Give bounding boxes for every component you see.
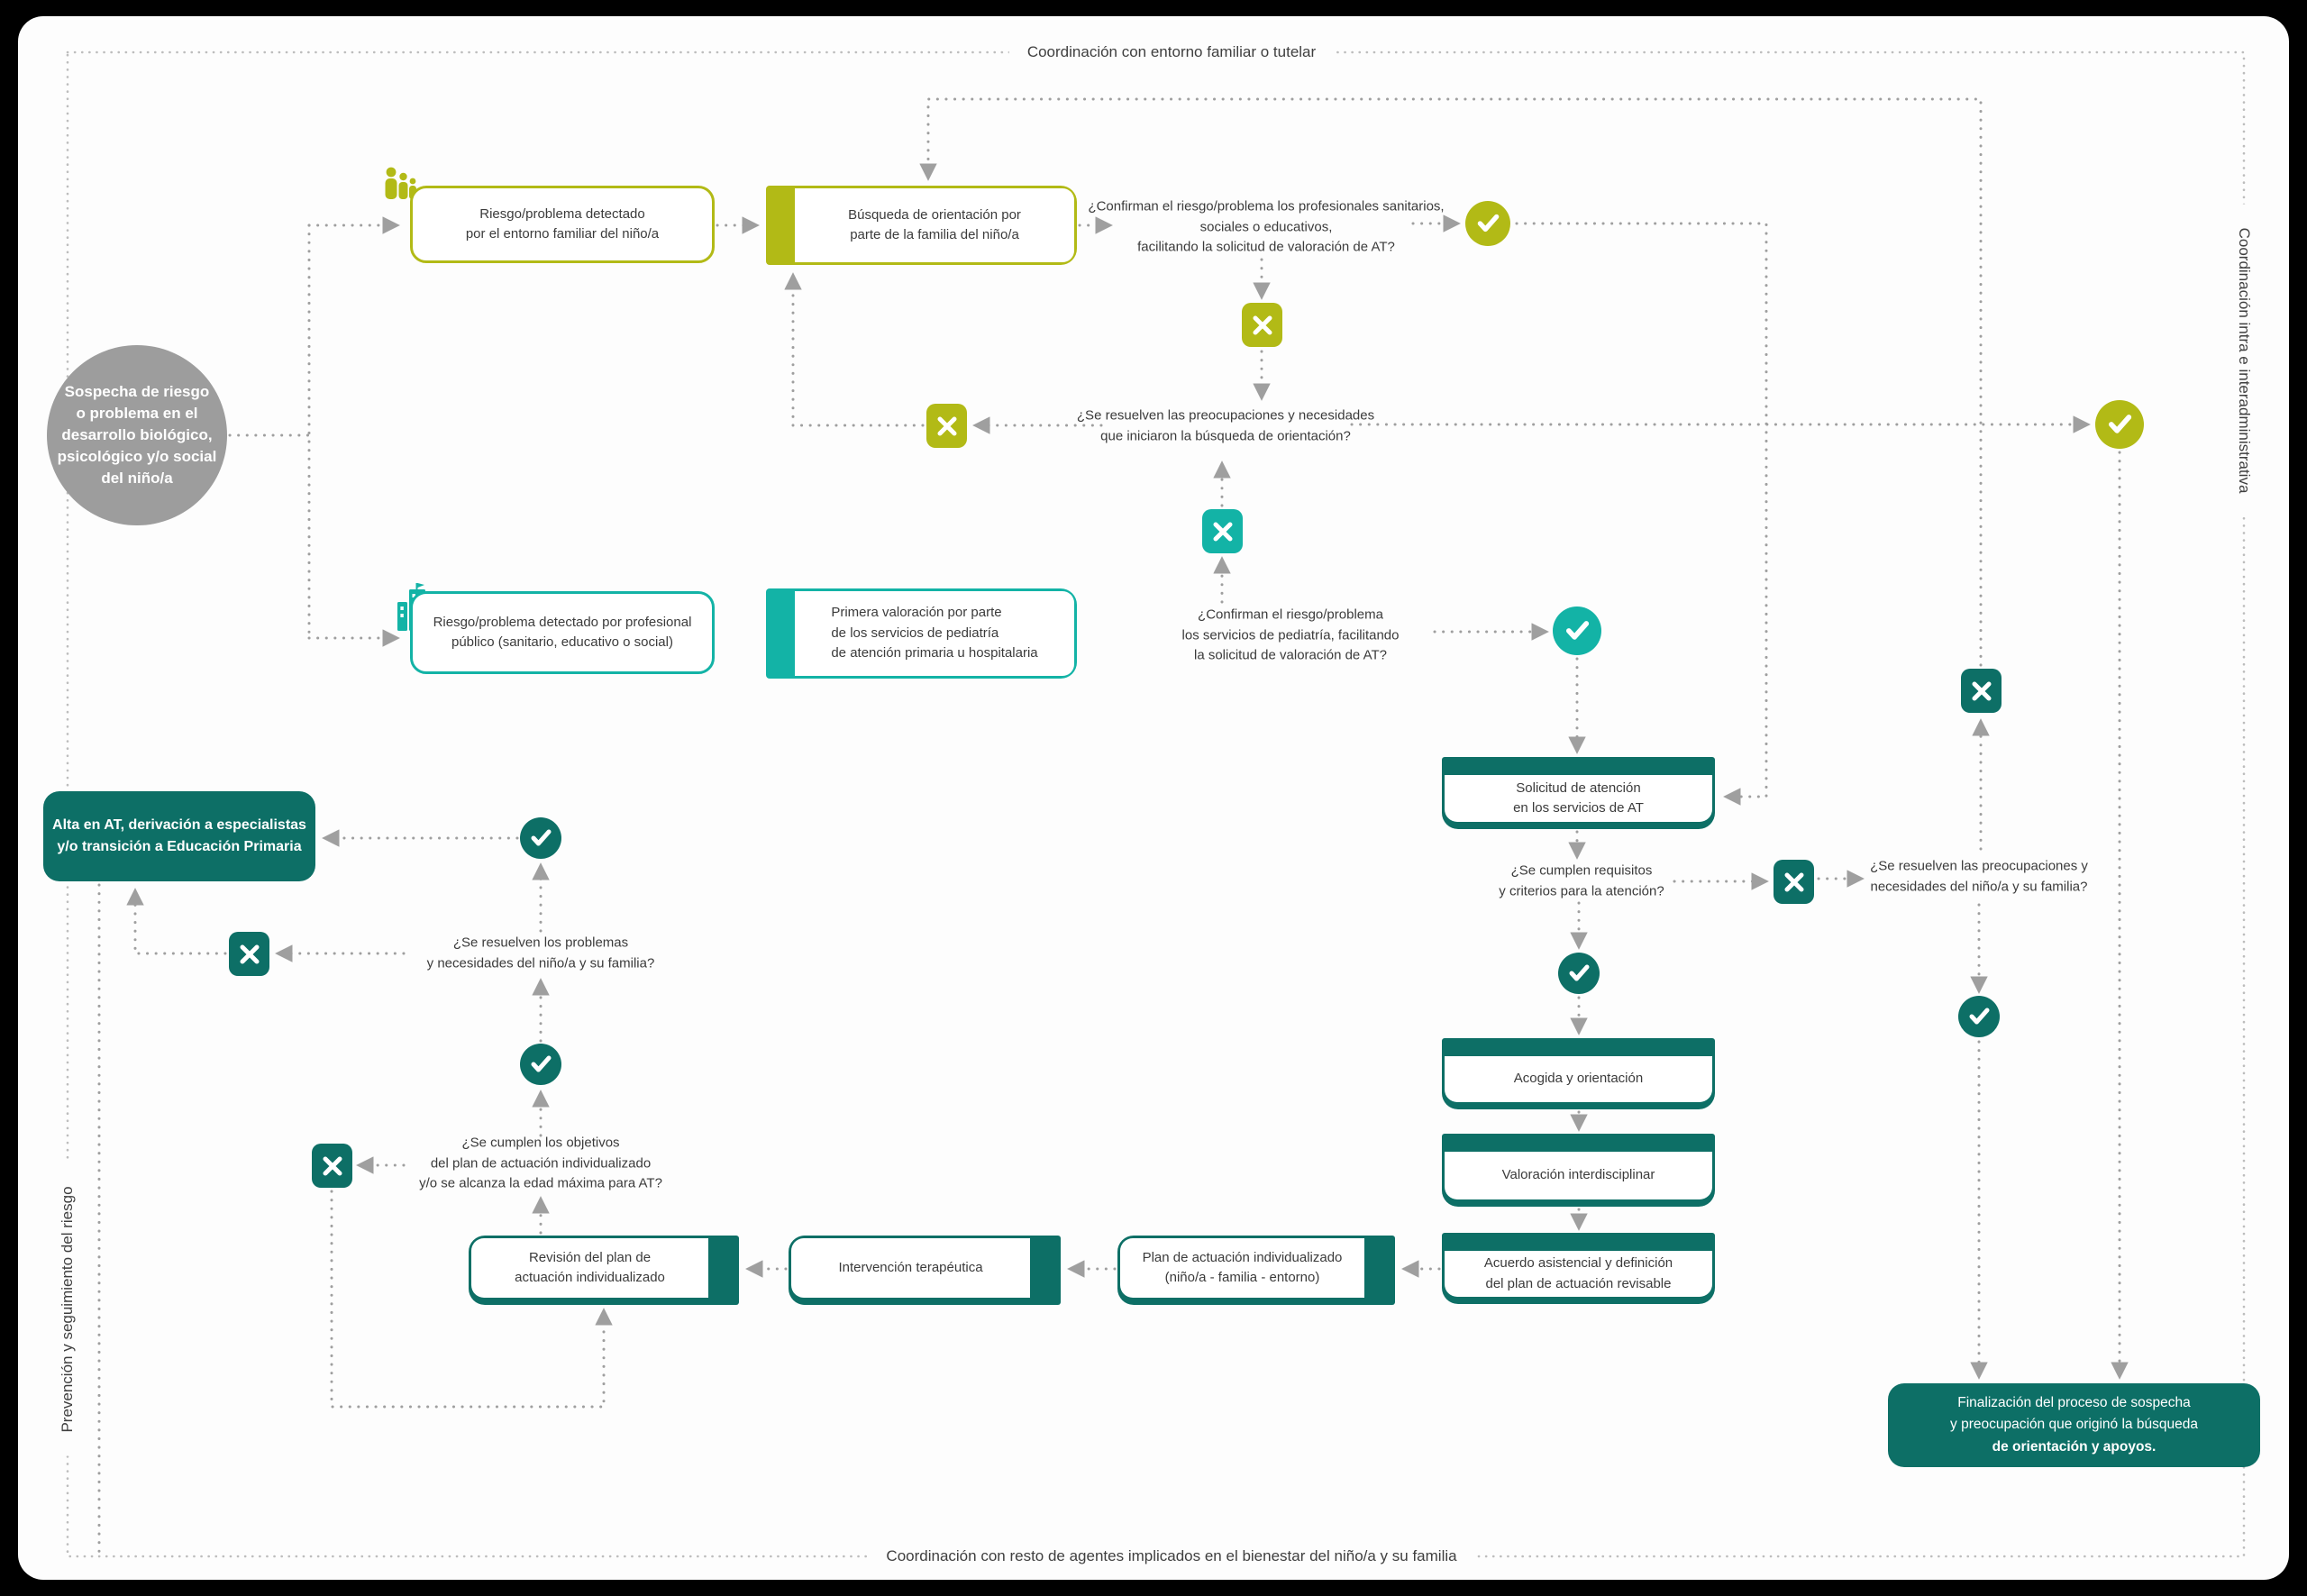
family-search-label: Búsqueda de orientación por parte de la … <box>848 206 1021 243</box>
welcome-orientation-box: Acogida y orientación <box>1442 1038 1715 1109</box>
check-problems-resolved-yes-icon <box>520 817 561 859</box>
q-requirements: ¿Se cumplen requisitos y criterios para … <box>1499 862 1664 899</box>
finalization-label-bold: de orientación y apoyos. <box>1992 1438 2157 1455</box>
x-family-needs-no-icon <box>1961 669 2002 713</box>
check-pediatrics-yes-icon <box>1553 606 1601 655</box>
q-family-needs: ¿Se resuelven las preocupaciones y neces… <box>1870 858 2088 895</box>
check-concerns-resolved-yes-icon <box>2095 400 2144 449</box>
check-professionals-yes-icon <box>1465 201 1510 246</box>
q-concerns-resolved: ¿Se resuelven las preocupaciones y neces… <box>1076 407 1375 444</box>
x-professionals-no-icon <box>1242 303 1282 347</box>
q-problems-resolved: ¿Se resuelven los problemas y necesidade… <box>426 935 655 971</box>
family-search-box: Búsqueda de orientación por parte de la … <box>766 186 1077 265</box>
check-family-needs-yes-icon <box>1958 996 2000 1037</box>
interdisciplinary-assessment-label: Valoración interdisciplinar <box>1501 1167 1655 1183</box>
x-objectives-no-icon <box>312 1144 352 1188</box>
at-request-label: Solicitud de atención en los servicios d… <box>1513 780 1644 816</box>
q-plan-objectives: ¿Se cumplen los objetivos del plan de ac… <box>419 1135 662 1191</box>
start-suspicion-text: Sospecha de riesgo o problema en el desa… <box>57 382 217 488</box>
first-assessment-label: Primera valoración por parte de los serv… <box>831 605 1038 661</box>
therapeutic-intervention-label: Intervención terapéutica <box>838 1259 983 1275</box>
welcome-orientation-label: Acogida y orientación <box>1513 1071 1644 1087</box>
first-assessment-box: Primera valoración por parte de los serv… <box>766 588 1077 679</box>
frame-label-left: Prevención y seguimiento del riesgo <box>57 1163 78 1456</box>
frame-label-top: Coordinación con entorno familiar o tute… <box>1008 41 1335 63</box>
x-requirements-no-icon <box>1774 860 1814 904</box>
individualized-plan-box: Plan de actuación individualizado (niño/… <box>1117 1236 1395 1305</box>
plan-review-box: Revisión del plan de actuación individua… <box>469 1236 739 1305</box>
q-confirm-professionals: ¿Confirman el riesgo/problema los profes… <box>1088 198 1445 255</box>
care-agreement-label: Acuerdo asistencial y definición del pla… <box>1483 1255 1673 1291</box>
check-requirements-yes-icon <box>1558 953 1600 994</box>
x-problems-not-resolved-icon <box>229 932 269 976</box>
x-concerns-not-resolved-icon <box>926 404 967 448</box>
care-agreement-box: Acuerdo asistencial y definición del pla… <box>1442 1233 1715 1304</box>
plan-review-label: Revisión del plan de actuación individua… <box>515 1249 665 1286</box>
family-detected-label: Riesgo/problema detectado por el entorno… <box>465 205 660 242</box>
frame-label-bottom: Coordinación con resto de agentes implic… <box>868 1546 1475 1567</box>
x-pediatrics-no-icon <box>1202 509 1243 553</box>
family-detected-box: Riesgo/problema detectado por el entorno… <box>410 186 715 263</box>
therapeutic-intervention-box: Intervención terapéutica <box>789 1236 1061 1305</box>
start-suspicion-circle: Sospecha de riesgo o problema en el desa… <box>47 345 227 525</box>
interdisciplinary-assessment-box: Valoración interdisciplinar <box>1442 1134 1715 1207</box>
frame-label-right: Coordinación intra e interadministrativa <box>2233 204 2255 517</box>
q-confirm-pediatrics: ¿Confirman el riesgo/problema los servic… <box>1181 606 1400 663</box>
professional-detected-box: Riesgo/problema detectado por profesiona… <box>410 591 715 674</box>
finalization-label: Finalización del proceso de sospecha y p… <box>1950 1395 2198 1433</box>
professional-detected-label: Riesgo/problema detectado por profesiona… <box>433 614 692 651</box>
discharge-label: Alta en AT, derivación a especialistas y… <box>52 817 306 854</box>
check-objectives-yes-icon <box>520 1044 561 1085</box>
page-background <box>18 16 2289 1580</box>
discharge-box: Alta en AT, derivación a especialistas y… <box>43 791 315 881</box>
individualized-plan-label: Plan de actuación individualizado (niño/… <box>1142 1249 1343 1286</box>
at-request-box: Solicitud de atención en los servicios d… <box>1442 757 1715 829</box>
finalization-box: Finalización del proceso de sospecha y p… <box>1888 1383 2260 1467</box>
